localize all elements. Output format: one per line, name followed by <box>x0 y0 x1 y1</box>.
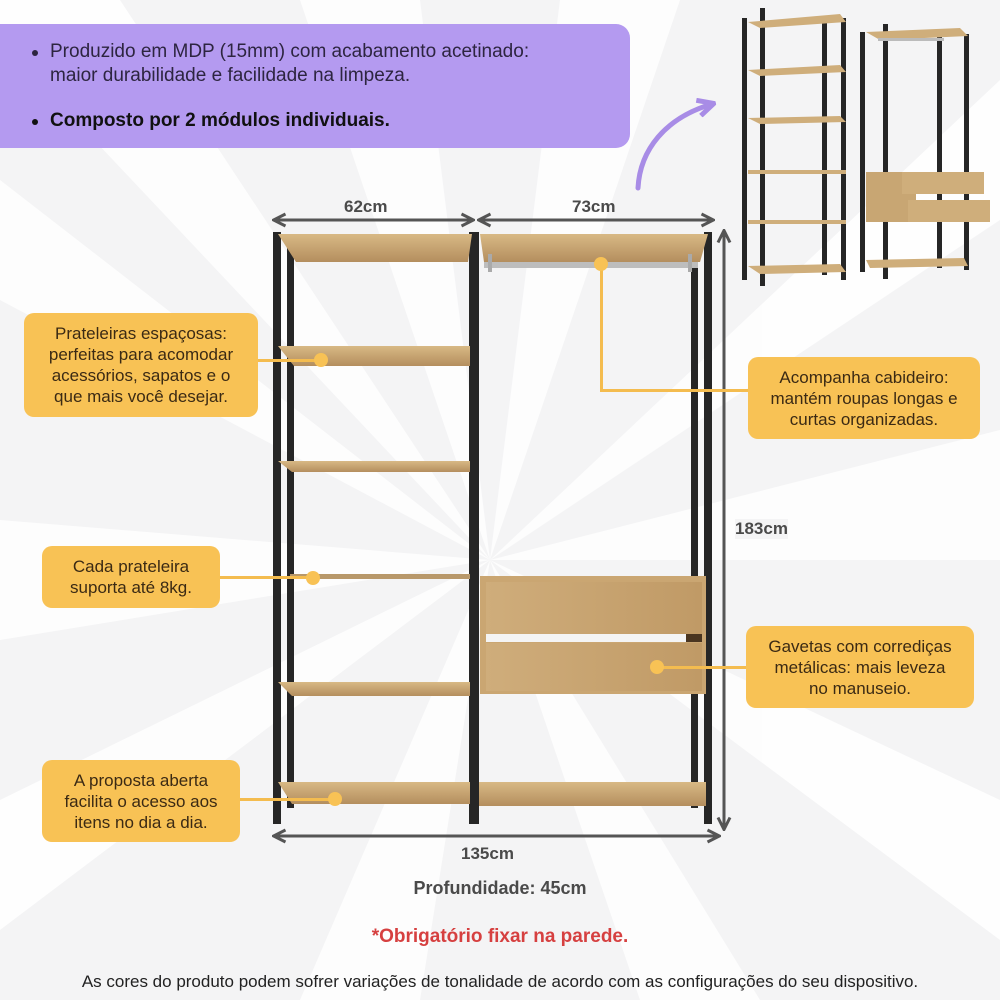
leader-line-open-design <box>240 798 336 801</box>
leader-line-weight <box>220 576 314 579</box>
callout-shelves-text: Prateleiras espaçosas: perfeitas para ac… <box>48 324 234 406</box>
callout-open-design: A proposta aberta facilita o acesso aos … <box>42 760 240 842</box>
color-disclaimer: As cores do produto podem sofrer variaçõ… <box>81 972 919 991</box>
callout-drawers: Gavetas com corrediças metálicas: mais l… <box>746 626 974 708</box>
leader-line-hanger-vertical <box>600 265 603 391</box>
leader-line-drawers <box>656 666 746 669</box>
pointer-dot-weight <box>306 571 320 585</box>
curved-arrow-icon <box>635 104 712 191</box>
wall-mount-warning: *Obrigatório fixar na parede. <box>371 926 629 947</box>
leader-line-hanger-horizontal <box>600 389 748 392</box>
modules-thumbnail <box>742 8 990 286</box>
dimension-total-width: 135cm <box>461 844 514 863</box>
pointer-dot-drawers <box>650 660 664 674</box>
callout-hanger-text: Acompanha cabideiro: mantém roupas longa… <box>770 367 958 429</box>
main-shelf-frame <box>273 232 712 824</box>
features-banner: Produzido em MDP (15mm) com acabamento a… <box>0 24 630 148</box>
feature-bullet-material: Produzido em MDP (15mm) com acabamento a… <box>30 40 630 88</box>
callout-weight-text: Cada prateleira suporta até 8kg. <box>70 557 192 597</box>
dimension-arrows <box>275 220 724 836</box>
callout-weight: Cada prateleira suporta até 8kg. <box>42 546 220 608</box>
callout-shelves: Prateleiras espaçosas: perfeitas para ac… <box>24 313 258 417</box>
pointer-dot-hanger <box>594 257 608 271</box>
dimension-height: 183cm <box>735 519 788 539</box>
callout-open-design-text: A proposta aberta facilita o acesso aos … <box>64 770 218 832</box>
drawer-unit <box>480 576 706 694</box>
dimension-right-width: 73cm <box>572 197 616 216</box>
callout-hanger: Acompanha cabideiro: mantém roupas longa… <box>748 357 980 439</box>
dimension-left-width: 62cm <box>344 197 388 216</box>
pointer-dot-shelves <box>314 353 328 367</box>
feature-bullet-modules: Composto por 2 módulos individuais. <box>30 109 630 133</box>
leader-line-shelves <box>258 359 320 362</box>
pointer-dot-open-design <box>328 792 342 806</box>
dimension-depth: Profundidade: 45cm <box>413 878 587 898</box>
callout-drawers-text: Gavetas com corrediças metálicas: mais l… <box>768 636 952 698</box>
